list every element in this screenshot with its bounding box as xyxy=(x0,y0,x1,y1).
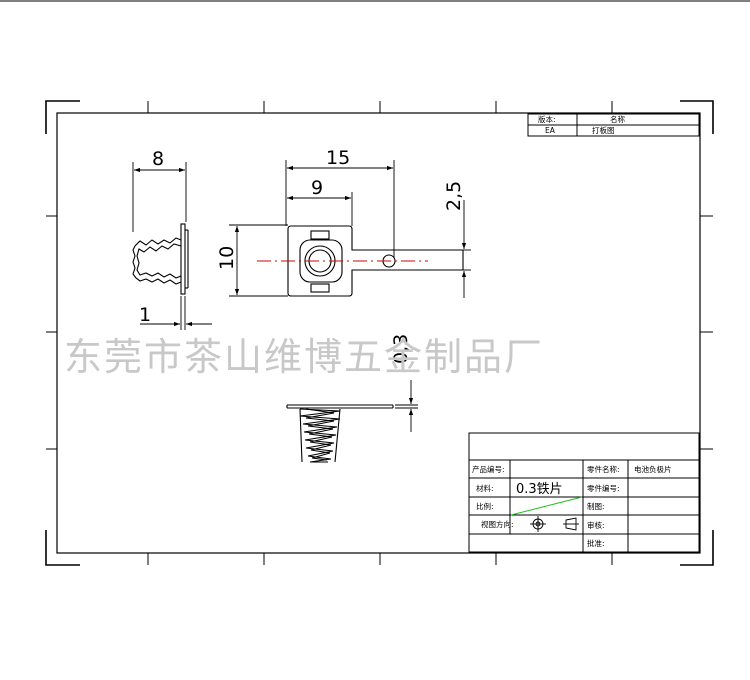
spring-gap-dimension xyxy=(140,296,212,330)
hole-offset-dimension xyxy=(287,192,353,226)
product-no-label: 产品编号: xyxy=(472,464,505,474)
material-label: 材料: xyxy=(476,483,494,493)
drawing-frame xyxy=(56,112,701,554)
plate-length-value: 15 xyxy=(326,147,350,169)
plate-height-value: 10 xyxy=(216,246,238,270)
projection-symbol-icon xyxy=(530,516,579,532)
review-label: 审核: xyxy=(587,520,605,530)
sheet-grid-ticks xyxy=(46,101,713,565)
revision-block: 版本: 名称 EA 打板图 xyxy=(527,113,700,137)
company-watermark: 东莞市茶山维博五金制品厂 xyxy=(64,335,544,379)
tab-offset-dimension xyxy=(461,200,471,298)
plate-height-dimension xyxy=(229,224,288,297)
sheet-corner-marks xyxy=(45,100,714,566)
part-no-label: 零件编号: xyxy=(587,483,620,493)
part-name-label: 零件名称: xyxy=(587,464,620,474)
name-value: 打板图 xyxy=(592,125,615,135)
material-value: 0.3铁片 xyxy=(516,482,563,497)
view-direction-label: 视图方向: xyxy=(481,519,514,529)
hole-offset-value: 9 xyxy=(311,177,323,199)
version-label: 版本: xyxy=(538,114,556,124)
approve-label: 批准: xyxy=(587,538,605,548)
plate-length-dimension xyxy=(285,160,395,258)
spring-front-view xyxy=(286,404,394,463)
spring-side-view xyxy=(132,223,189,295)
tab-offset-value: 2,5 xyxy=(443,181,465,211)
drawn-label: 制图: xyxy=(587,501,605,511)
title-block xyxy=(468,432,700,553)
version-value: EA xyxy=(545,126,556,135)
name-label: 名称 xyxy=(610,114,625,124)
scale-label: 比例: xyxy=(476,501,494,511)
material-strike xyxy=(510,496,583,516)
thickness-dimension xyxy=(395,380,418,432)
thickness-value: 0,3 xyxy=(390,334,412,364)
spring-width-value: 8 xyxy=(152,148,164,170)
part-name-value: 电池负极片 xyxy=(634,464,672,474)
spring-gap-value: 1 xyxy=(139,304,151,326)
spring-width-dimension xyxy=(132,162,187,232)
